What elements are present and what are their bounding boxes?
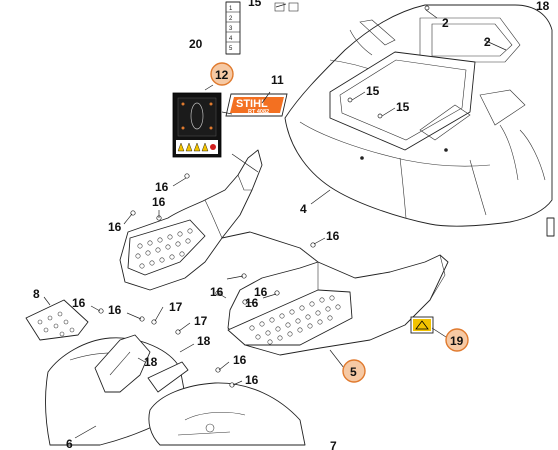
floor-panel-part-5[interactable] bbox=[221, 231, 449, 356]
footrest-holes-left bbox=[135, 228, 193, 269]
warning-decal-icon[interactable] bbox=[410, 316, 434, 334]
callout-2-b[interactable]: 2 bbox=[484, 35, 491, 49]
callout-16-j[interactable]: 16 bbox=[245, 373, 259, 387]
callout-15-b[interactable]: 15 bbox=[396, 100, 410, 114]
callout-16-b[interactable]: 16 bbox=[152, 195, 166, 209]
callout-6[interactable]: 6 bbox=[66, 437, 73, 450]
decal-model: RT 4082 bbox=[248, 109, 269, 115]
callout-7[interactable]: 7 bbox=[330, 439, 337, 450]
callout-labels: 18 2 2 15 20 12 11 15 15 16 16 16 4 16 8… bbox=[33, 0, 550, 450]
callout-12-highlight bbox=[210, 62, 234, 86]
callout-8[interactable]: 8 bbox=[33, 287, 40, 301]
callout-16-i[interactable]: 16 bbox=[233, 353, 247, 367]
callout-16-h[interactable]: 16 bbox=[245, 296, 259, 310]
leader-lines bbox=[43, 3, 507, 439]
callout-15-a[interactable]: 15 bbox=[366, 84, 380, 98]
callout-12[interactable]: 12 bbox=[215, 68, 229, 82]
callout-16-d[interactable]: 16 bbox=[326, 229, 340, 243]
lower-part-7[interactable] bbox=[148, 382, 306, 446]
callout-18-c[interactable]: 18 bbox=[144, 355, 158, 369]
clip-part-right[interactable] bbox=[546, 217, 555, 237]
callout-4[interactable]: 4 bbox=[300, 202, 307, 216]
callout-2-a[interactable]: 2 bbox=[442, 16, 449, 30]
callout-16-g[interactable]: 16 bbox=[210, 285, 224, 299]
decal-brand: STIHL bbox=[236, 98, 268, 110]
svg-text:4: 4 bbox=[229, 36, 233, 42]
callout-17-b[interactable]: 17 bbox=[194, 314, 208, 328]
mower-model-plate[interactable]: STIHL RT 4082 bbox=[225, 93, 288, 117]
left-footrest-part[interactable] bbox=[119, 149, 263, 291]
callout-16-e[interactable]: 16 bbox=[72, 296, 86, 310]
callout-16-f[interactable]: 16 bbox=[108, 303, 122, 317]
callout-19[interactable]: 19 bbox=[450, 334, 464, 348]
svg-text:1: 1 bbox=[229, 6, 233, 12]
callout-16-a[interactable]: 16 bbox=[155, 180, 169, 194]
plate-part-8[interactable] bbox=[25, 299, 89, 341]
instruction-label-icon[interactable] bbox=[172, 92, 222, 158]
floor-panel-holes bbox=[249, 295, 341, 345]
chart-label-part-20[interactable]: 1 2 3 4 5 bbox=[225, 1, 241, 55]
callout-20[interactable]: 20 bbox=[189, 37, 203, 51]
svg-text:3: 3 bbox=[229, 26, 233, 32]
callout-5-highlight bbox=[342, 359, 366, 383]
callout-11[interactable]: 11 bbox=[271, 73, 284, 87]
svg-text:2: 2 bbox=[229, 16, 233, 22]
callout-18-b[interactable]: 18 bbox=[197, 334, 211, 348]
callout-5[interactable]: 5 bbox=[350, 365, 357, 379]
callout-19-highlight bbox=[445, 328, 469, 352]
hood-part-4[interactable] bbox=[284, 4, 553, 227]
callout-17-a[interactable]: 17 bbox=[169, 300, 183, 314]
svg-text:5: 5 bbox=[229, 46, 233, 52]
callout-15-top[interactable]: 15 bbox=[248, 0, 262, 9]
callout-16-k[interactable]: 16 bbox=[254, 285, 268, 299]
small-icons-row bbox=[274, 2, 299, 12]
callout-18-top[interactable]: 18 bbox=[536, 0, 550, 13]
callout-16-c[interactable]: 16 bbox=[108, 220, 122, 234]
